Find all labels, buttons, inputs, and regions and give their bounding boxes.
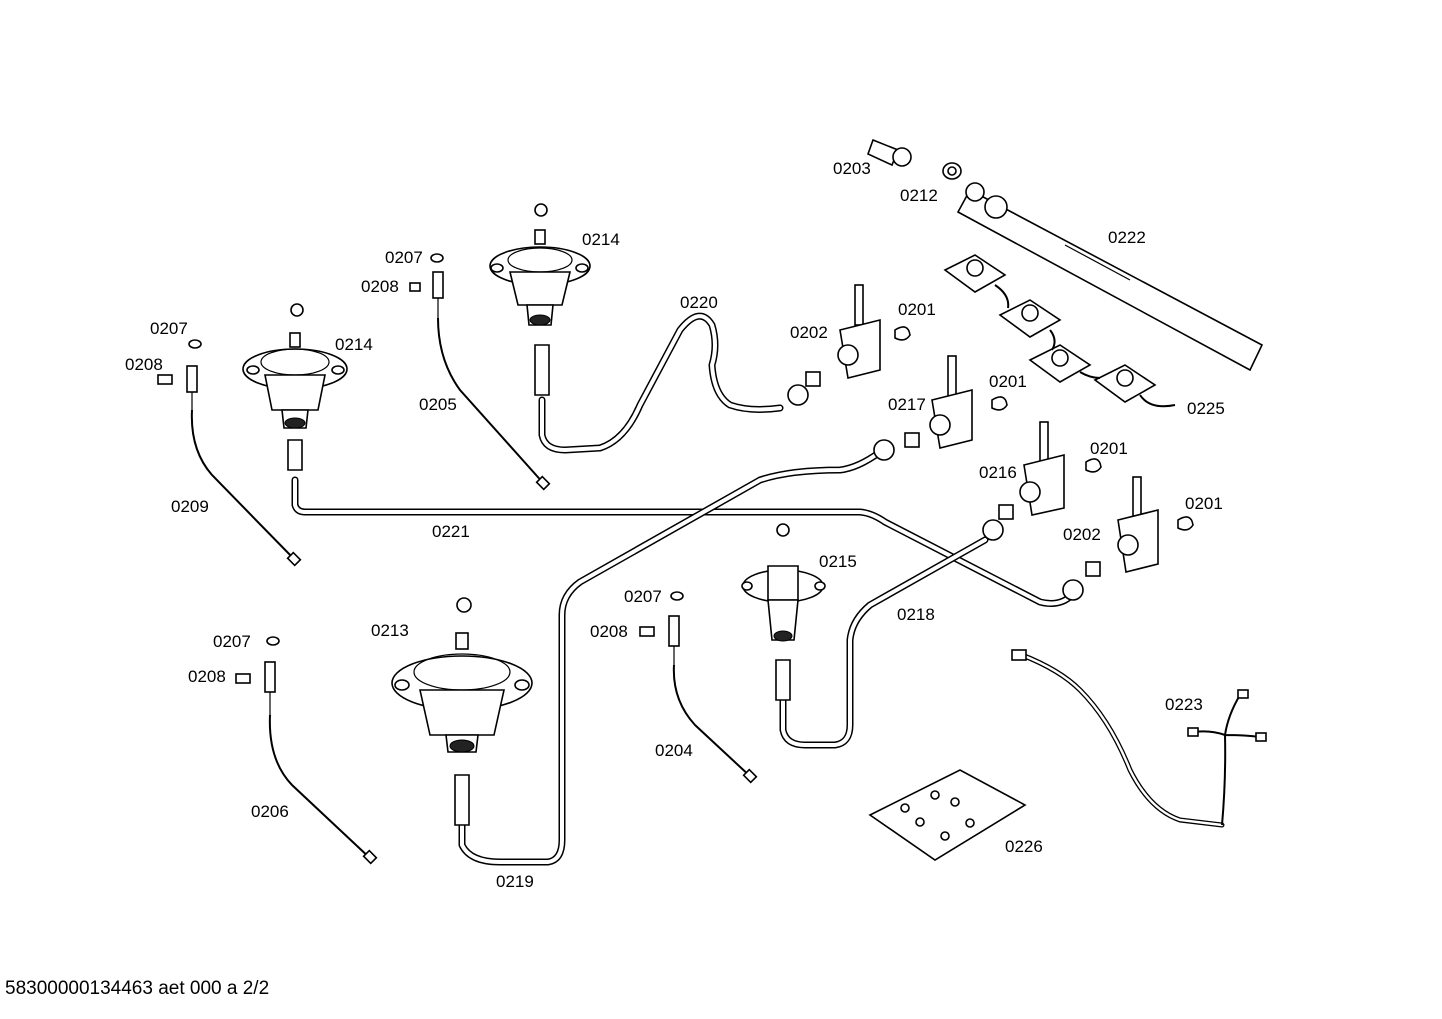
lead-0206 xyxy=(264,661,378,865)
label-0217: 0217 xyxy=(888,395,926,414)
lead-0209 xyxy=(186,365,302,567)
label-0206: 0206 xyxy=(251,802,289,821)
label-0204: 0204 xyxy=(655,741,693,760)
label-0225: 0225 xyxy=(1187,399,1225,418)
pipe-0218 xyxy=(779,536,989,749)
burner-cup-0214-left xyxy=(242,303,348,471)
label-0201-c: 0201 xyxy=(1090,439,1128,458)
burner-cup-0214-top xyxy=(489,203,591,396)
ignition-switch-0225 xyxy=(943,254,1176,408)
label-0202-bottom: 0202 xyxy=(1063,525,1101,544)
label-0207-left: 0207 xyxy=(150,319,188,338)
valve-0216 xyxy=(1019,421,1102,516)
label-0207-mid: 0207 xyxy=(624,587,662,606)
label-0212: 0212 xyxy=(900,186,938,205)
valve-0217 xyxy=(873,355,1008,461)
lead-0204 xyxy=(668,615,758,784)
label-0214-left: 0214 xyxy=(335,335,373,354)
nozzle-bag-0226 xyxy=(868,769,1027,861)
label-0207-bottom: 0207 xyxy=(213,632,251,651)
label-0208-top: 0208 xyxy=(361,277,399,296)
label-0203: 0203 xyxy=(833,159,871,178)
label-0220: 0220 xyxy=(680,293,718,312)
washer-0212 xyxy=(942,162,962,180)
label-0214-top: 0214 xyxy=(582,230,620,249)
label-0201-a: 0201 xyxy=(898,300,936,319)
label-0216: 0216 xyxy=(979,463,1017,482)
wiring-harness-0223 xyxy=(1011,649,1267,828)
label-0205: 0205 xyxy=(419,395,457,414)
label-0209: 0209 xyxy=(171,497,209,516)
fitting-0203 xyxy=(866,138,912,167)
pipe-0219 xyxy=(458,448,884,866)
label-0207-top: 0207 xyxy=(385,248,423,267)
label-0221: 0221 xyxy=(432,522,470,541)
label-0208-bottom: 0208 xyxy=(188,667,226,686)
label-0213: 0213 xyxy=(371,621,409,640)
label-0202-top: 0202 xyxy=(790,323,828,342)
label-0208-left: 0208 xyxy=(125,355,163,374)
label-0226: 0226 xyxy=(1005,837,1043,856)
pipe-0220 xyxy=(538,312,784,454)
lead-0205 xyxy=(432,271,551,491)
label-0222: 0222 xyxy=(1108,228,1146,247)
document-code: 58300000134463 aet 000 a 2/2 xyxy=(5,978,270,999)
washers-clips xyxy=(157,253,684,684)
label-0201-d: 0201 xyxy=(1185,494,1223,513)
manifold-0222 xyxy=(956,182,1264,372)
label-0208-mid: 0208 xyxy=(590,622,628,641)
pipe-0221 xyxy=(291,476,1076,607)
label-0201-b: 0201 xyxy=(989,372,1027,391)
valve-0202-top xyxy=(787,284,911,406)
label-0215: 0215 xyxy=(819,552,857,571)
part-labels: 0203 0212 0222 0214 0207 0208 0220 0201 … xyxy=(125,159,1225,891)
valve-0202-bottom xyxy=(982,476,1194,601)
label-0223: 0223 xyxy=(1165,695,1203,714)
label-0219: 0219 xyxy=(496,872,534,891)
burner-cup-0213 xyxy=(391,597,533,826)
label-0218: 0218 xyxy=(897,605,935,624)
burner-cup-0215 xyxy=(741,523,826,701)
